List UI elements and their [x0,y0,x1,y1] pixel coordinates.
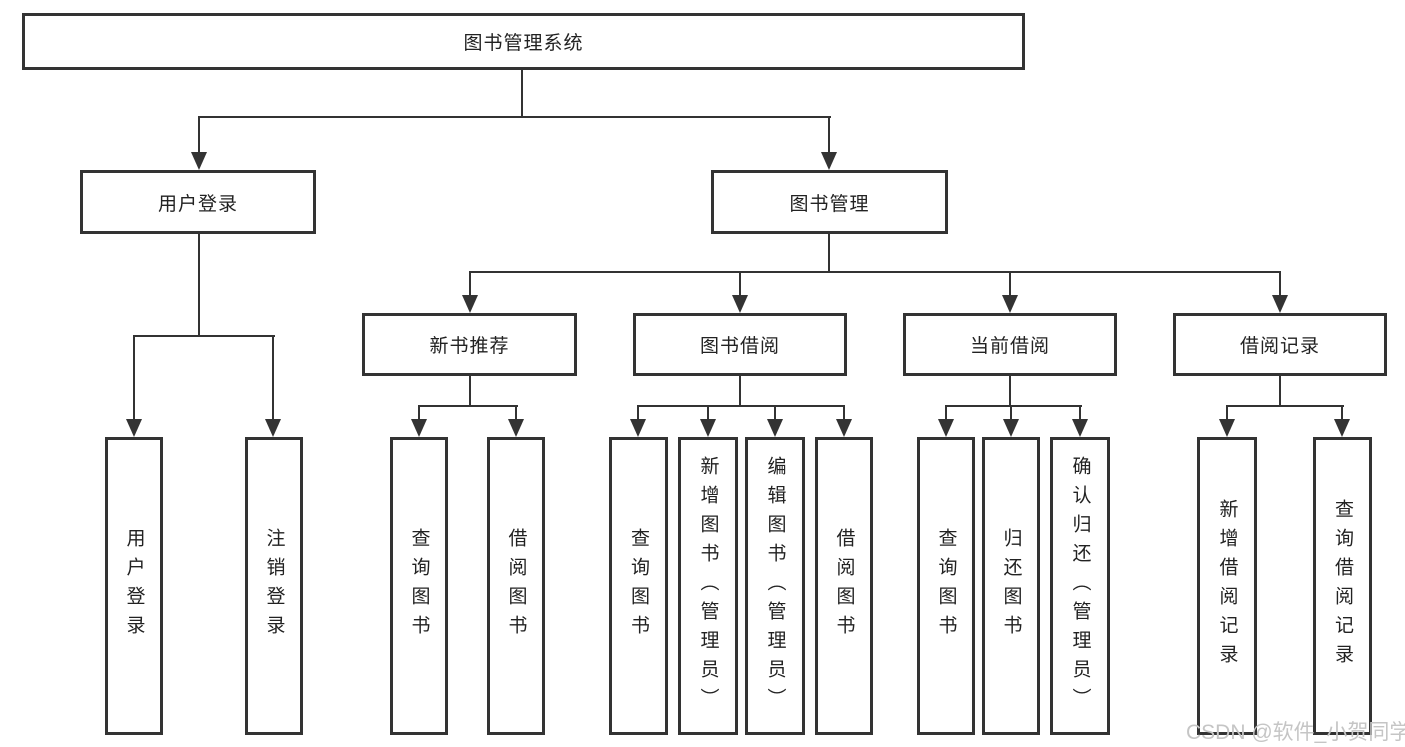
node-label: 图书管理 [789,193,870,215]
node-borrowing-records: 借阅记录 [1173,313,1387,376]
node-label: 新增借阅记录 [1216,499,1238,673]
connector-line [515,405,517,421]
leaf-confirm-return-admin: 确认归还（管理员） [1050,437,1110,735]
connector-line [133,335,275,337]
connector-line [272,335,274,421]
connector-line [521,70,523,117]
arrow-down-icon [265,419,281,437]
connector-line [418,405,420,421]
node-label: 用户登录 [123,528,145,644]
connector-line [774,405,776,421]
node-label: 图书管理系统 [463,33,584,54]
arrow-down-icon [836,419,852,437]
node-new-book-recommendation: 新书推荐 [362,313,577,376]
arrow-down-icon [126,419,142,437]
node-label: 图书借阅 [699,336,780,357]
connector-line [469,271,471,297]
node-label: 编辑图书（管理员） [764,455,786,717]
node-label: 归还图书 [1000,528,1022,644]
connector-line [739,375,741,407]
connector-line [1279,271,1281,297]
node-label: 注销登录 [263,528,285,644]
connector-line [843,405,845,421]
node-label: 确认归还（管理员） [1069,455,1091,717]
leaf-user-login: 用户登录 [105,437,163,735]
connector-line [1226,405,1344,407]
node-label: 借阅图书 [833,528,855,644]
connector-line [1079,405,1081,421]
arrow-down-icon [1272,295,1288,313]
connector-line [637,405,845,407]
node-label: 借阅图书 [505,528,527,644]
leaf-borrow-books: 借阅图书 [815,437,873,735]
connector-line [828,233,830,273]
node-label: 查询图书 [628,528,649,644]
arrow-down-icon [1219,419,1235,437]
arrow-down-icon [1002,295,1018,313]
connector-line [739,271,741,297]
arrow-down-icon [1072,419,1088,437]
node-label: 新增图书（管理员） [697,455,719,717]
node-label: 查询图书 [935,528,957,644]
node-label: 查询借阅记录 [1332,499,1353,673]
connector-line [469,271,1281,273]
leaf-add-borrow-record: 新增借阅记录 [1197,437,1257,735]
connector-line [418,405,518,407]
arrow-down-icon [821,152,837,170]
connector-line [469,375,471,407]
leaf-add-books-admin: 新增图书（管理员） [678,437,738,735]
connector-line [945,405,1082,407]
node-label: 新书推荐 [429,336,510,357]
connector-line [707,405,709,421]
arrow-down-icon [630,419,646,437]
leaf-borrow-books: 借阅图书 [487,437,545,735]
node-book-management: 图书管理 [711,170,948,234]
connector-line [198,116,200,154]
leaf-edit-books-admin: 编辑图书（管理员） [745,437,805,735]
leaf-query-borrow-record: 查询借阅记录 [1313,437,1372,735]
arrow-down-icon [462,295,478,313]
connector-line [1009,271,1011,297]
connector-line [1009,375,1011,407]
connector-line [198,234,200,337]
connector-line [637,405,639,421]
leaf-query-books: 查询图书 [917,437,975,735]
arrow-down-icon [1003,419,1019,437]
leaf-return-books: 归还图书 [982,437,1040,735]
arrow-down-icon [411,419,427,437]
arrow-down-icon [938,419,954,437]
connector-line [1010,405,1012,421]
node-library-management-system: 图书管理系统 [22,13,1025,70]
connector-line [133,335,135,421]
node-current-borrowing: 当前借阅 [903,313,1117,376]
arrow-down-icon [767,419,783,437]
node-user-login: 用户登录 [80,170,316,234]
leaf-query-books: 查询图书 [390,437,448,735]
connector-line [945,405,947,421]
node-book-borrowing: 图书借阅 [633,313,847,376]
arrow-down-icon [508,419,524,437]
node-label: 用户登录 [157,193,238,215]
node-label: 查询图书 [408,528,430,644]
connector-line [1226,405,1228,421]
connector-line [828,116,830,154]
node-label: 当前借阅 [969,336,1050,357]
connector-line [198,116,831,118]
leaf-logout: 注销登录 [245,437,303,735]
arrow-down-icon [191,152,207,170]
leaf-query-books: 查询图书 [609,437,668,735]
node-label: 借阅记录 [1239,336,1320,357]
arrow-down-icon [732,295,748,313]
connector-line [1341,405,1343,421]
connector-line [1279,375,1281,407]
watermark: CSDN @软件_小贺同学 [1186,721,1405,744]
arrow-down-icon [700,419,716,437]
arrow-down-icon [1334,419,1350,437]
